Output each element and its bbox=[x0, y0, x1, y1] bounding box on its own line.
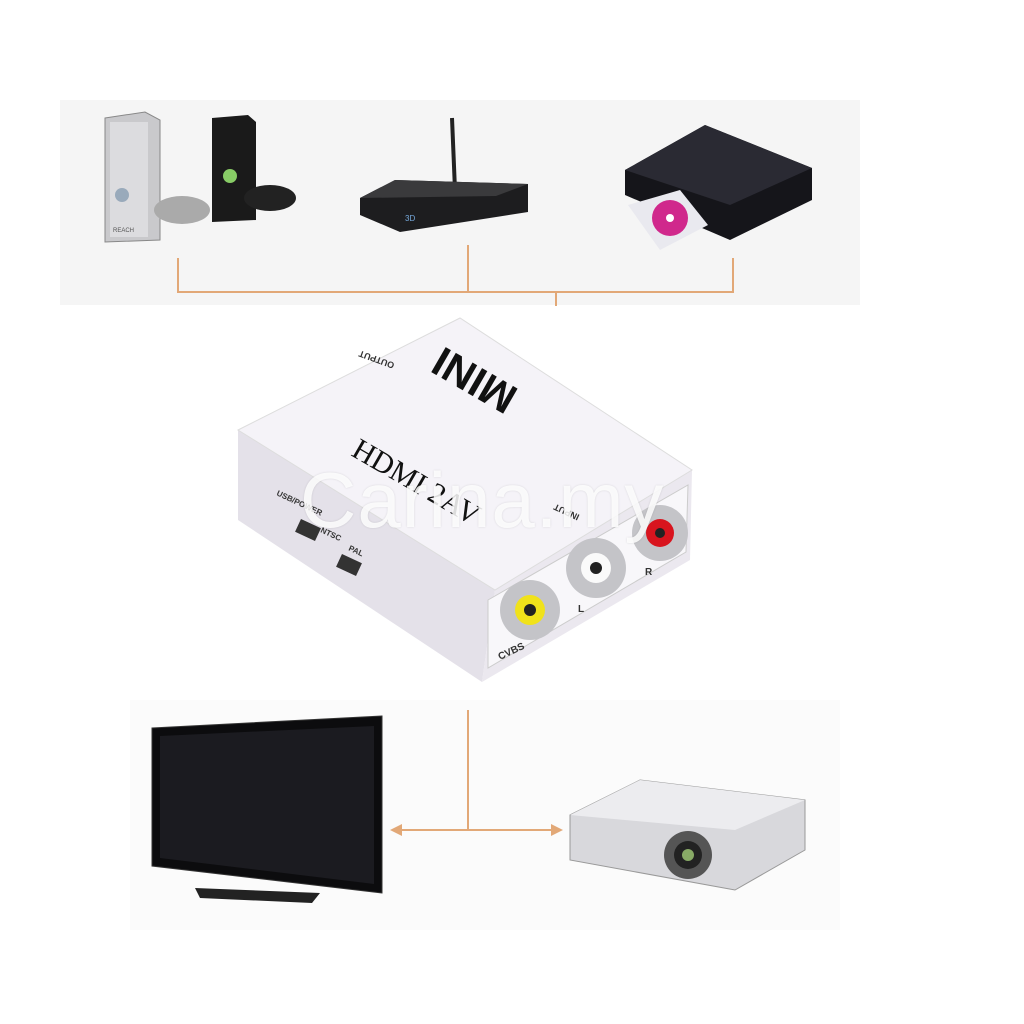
tv-icon bbox=[151, 715, 383, 903]
hdmi2av-converter: OUTPUT MINI HDMI 2AV USB/POWER NTSC PAL … bbox=[236, 317, 693, 682]
audio-left-jack bbox=[566, 538, 626, 598]
usb-port bbox=[295, 519, 321, 541]
arrow-left-icon bbox=[390, 824, 402, 836]
ntsc-pal-switch[interactable] bbox=[336, 554, 362, 576]
right-label: R bbox=[645, 567, 653, 578]
projector-icon bbox=[569, 779, 806, 891]
left-label: L bbox=[578, 604, 584, 615]
dvd-player-icon bbox=[625, 125, 812, 250]
xbox-console-icon: REACH bbox=[104, 111, 296, 243]
arrow-right-icon bbox=[551, 824, 563, 836]
xbox-badge: REACH bbox=[113, 228, 134, 234]
cvbs-jack bbox=[500, 580, 560, 640]
router-icon: 3D bbox=[360, 117, 528, 232]
watermark: Carina.my bbox=[300, 456, 665, 544]
audio-right-jack bbox=[632, 505, 688, 561]
connector-lines bbox=[177, 245, 734, 831]
router-badge: 3D bbox=[405, 214, 415, 223]
